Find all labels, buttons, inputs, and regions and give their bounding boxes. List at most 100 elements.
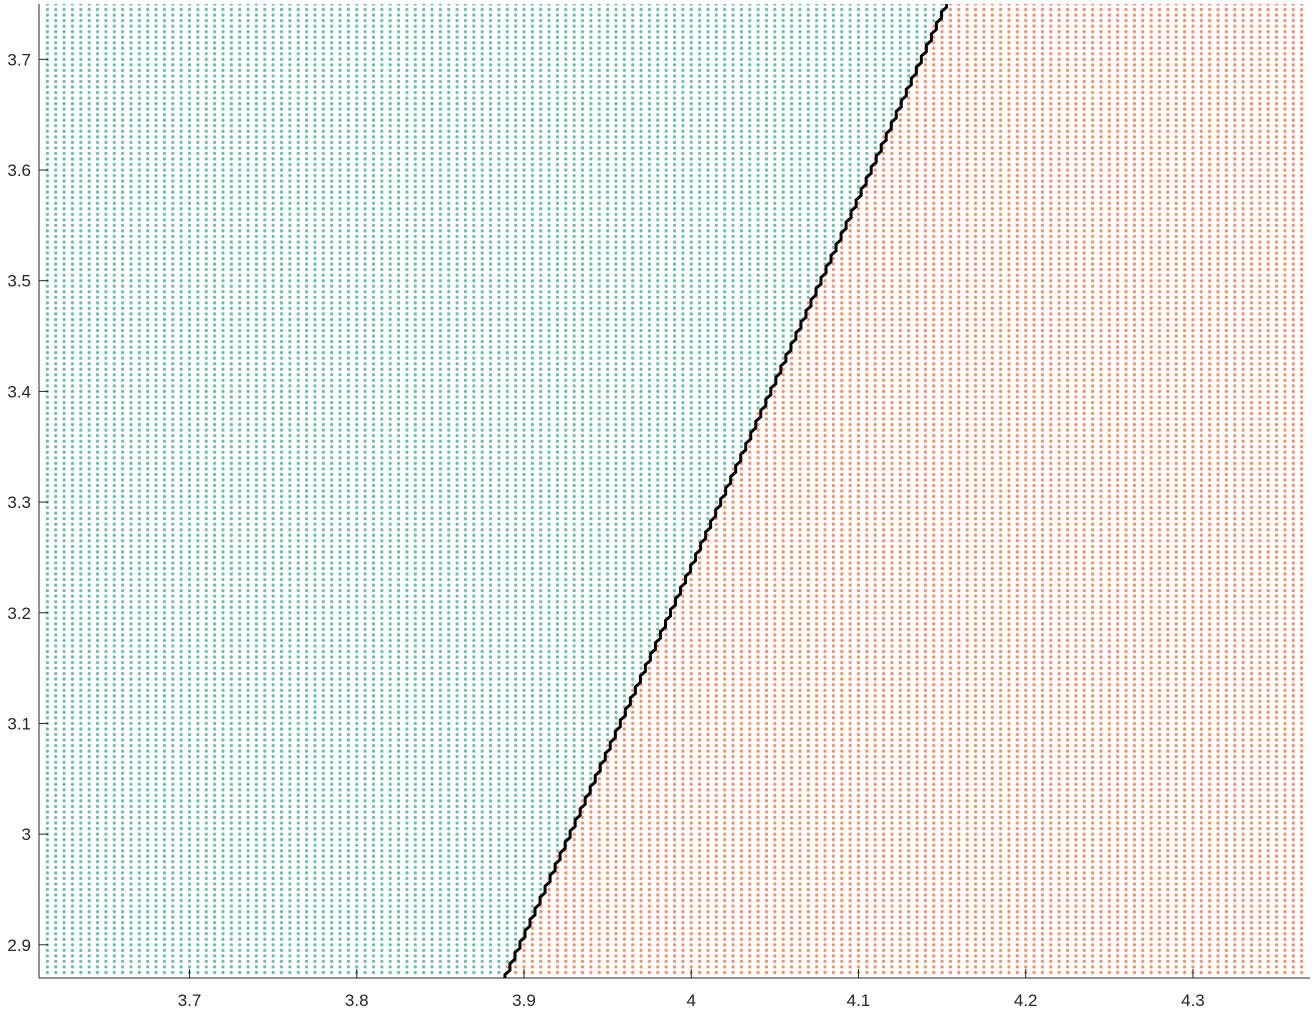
point-left-region xyxy=(138,689,141,692)
point-left-region xyxy=(104,744,107,747)
point-left-region xyxy=(447,810,450,813)
point-left-region xyxy=(188,722,191,725)
point-left-region xyxy=(88,899,91,902)
point-left-region xyxy=(439,722,442,725)
point-left-region xyxy=(129,727,132,730)
point-left-region xyxy=(347,650,350,653)
point-left-region xyxy=(138,567,141,570)
point-left-region xyxy=(414,678,417,681)
point-left-region xyxy=(330,827,333,830)
point-left-region xyxy=(481,606,484,609)
point-left-region xyxy=(71,556,74,559)
point-left-region xyxy=(389,927,392,930)
point-left-region xyxy=(556,683,559,686)
point-left-region xyxy=(531,888,534,891)
point-left-region xyxy=(589,694,592,697)
point-left-region xyxy=(46,622,49,625)
point-left-region xyxy=(506,683,509,686)
point-left-region xyxy=(322,816,325,819)
point-left-region xyxy=(414,788,417,791)
point-left-region xyxy=(129,888,132,891)
point-left-region xyxy=(547,844,550,847)
point-left-region xyxy=(230,821,233,824)
point-left-region xyxy=(146,628,149,631)
point-left-region xyxy=(180,705,183,708)
point-left-region xyxy=(246,938,249,941)
point-left-region xyxy=(347,943,350,946)
point-left-region xyxy=(246,899,249,902)
point-left-region xyxy=(397,589,400,592)
point-left-region xyxy=(297,761,300,764)
point-left-region xyxy=(430,622,433,625)
point-left-region xyxy=(96,683,99,686)
point-left-region xyxy=(129,578,132,581)
point-left-region xyxy=(188,916,191,919)
point-left-region xyxy=(79,572,82,575)
point-left-region xyxy=(497,810,500,813)
point-left-region xyxy=(481,910,484,913)
point-left-region xyxy=(330,772,333,775)
point-left-region xyxy=(598,600,601,603)
point-left-region xyxy=(539,772,542,775)
point-left-region xyxy=(297,838,300,841)
point-left-region xyxy=(355,711,358,714)
point-left-region xyxy=(531,750,534,753)
point-left-region xyxy=(171,572,174,575)
point-left-region xyxy=(46,766,49,769)
point-left-region xyxy=(104,799,107,802)
point-left-region xyxy=(104,960,107,963)
point-left-region xyxy=(246,788,249,791)
point-left-region xyxy=(514,583,517,586)
point-left-region xyxy=(180,893,183,896)
point-left-region xyxy=(481,650,484,653)
point-left-region xyxy=(322,927,325,930)
point-left-region xyxy=(514,600,517,603)
point-left-region xyxy=(573,583,576,586)
point-left-region xyxy=(121,672,124,675)
point-left-region xyxy=(171,744,174,747)
point-left-region xyxy=(88,810,91,813)
point-left-region xyxy=(288,960,291,963)
point-left-region xyxy=(121,904,124,907)
point-left-region xyxy=(171,827,174,830)
point-left-region xyxy=(62,583,65,586)
point-left-region xyxy=(129,910,132,913)
point-left-region xyxy=(205,583,208,586)
point-left-region xyxy=(180,644,183,647)
point-left-region xyxy=(146,689,149,692)
point-left-region xyxy=(163,678,166,681)
point-left-region xyxy=(355,644,358,647)
point-left-region xyxy=(79,694,82,697)
point-left-region xyxy=(88,583,91,586)
point-left-region xyxy=(104,783,107,786)
point-left-region xyxy=(430,650,433,653)
point-left-region xyxy=(163,583,166,586)
point-left-region xyxy=(481,833,484,836)
point-left-region xyxy=(614,639,617,642)
point-left-region xyxy=(397,916,400,919)
point-left-region xyxy=(297,893,300,896)
point-left-region xyxy=(322,799,325,802)
point-left-region xyxy=(405,738,408,741)
point-left-region xyxy=(581,655,584,658)
point-left-region xyxy=(79,844,82,847)
point-left-region xyxy=(121,833,124,836)
point-left-region xyxy=(196,827,199,830)
point-left-region xyxy=(213,838,216,841)
point-left-region xyxy=(96,871,99,874)
point-left-region xyxy=(598,578,601,581)
point-left-region xyxy=(54,628,57,631)
point-left-region xyxy=(322,932,325,935)
point-left-region xyxy=(71,683,74,686)
point-left-region xyxy=(138,899,141,902)
point-left-region xyxy=(213,583,216,586)
point-left-region xyxy=(522,833,525,836)
point-left-region xyxy=(447,644,450,647)
point-left-region xyxy=(447,954,450,957)
point-left-region xyxy=(205,799,208,802)
point-left-region xyxy=(497,655,500,658)
point-left-region xyxy=(489,761,492,764)
point-left-region xyxy=(405,888,408,891)
point-left-region xyxy=(104,916,107,919)
point-left-region xyxy=(154,794,157,797)
